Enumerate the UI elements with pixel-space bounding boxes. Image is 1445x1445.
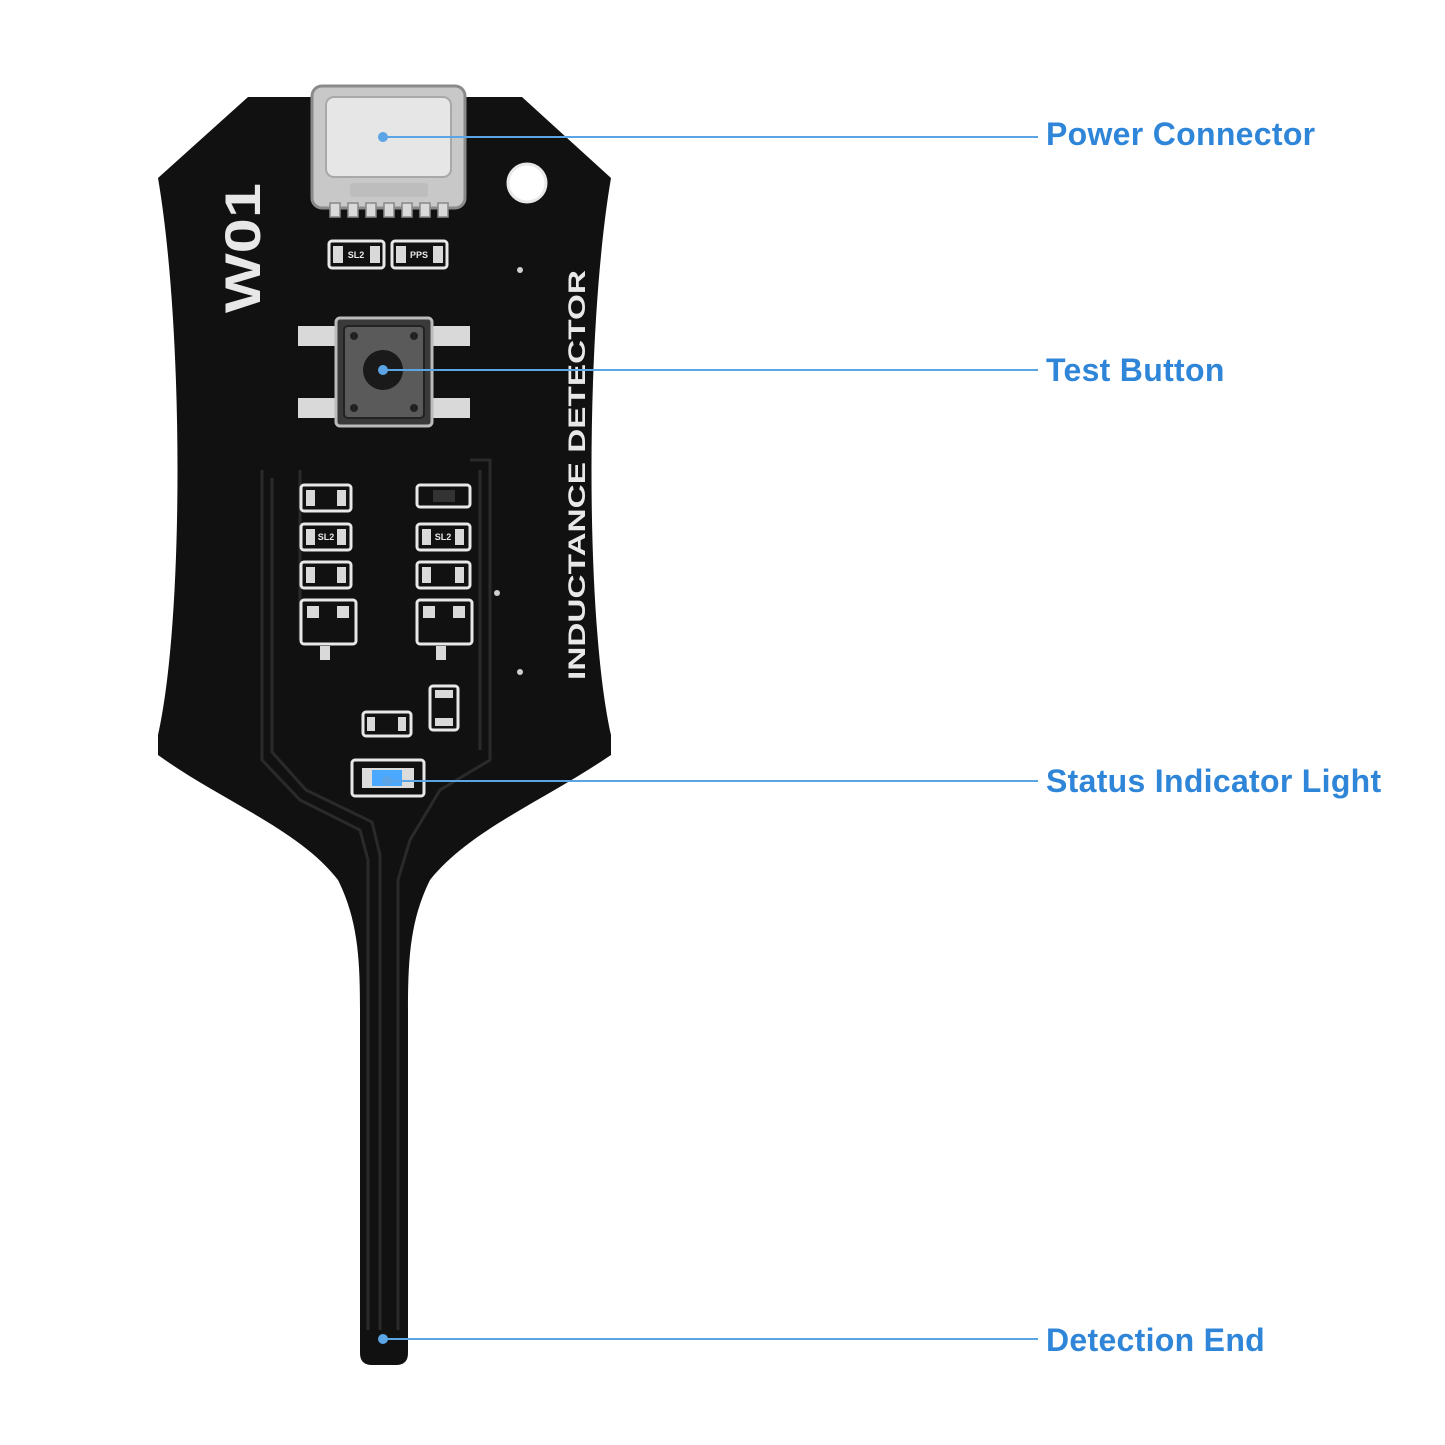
pcb-traces xyxy=(260,458,492,1330)
pcb-board xyxy=(158,97,611,1365)
detection-end-label: Detection End xyxy=(1046,1322,1266,1358)
board-vias xyxy=(494,267,523,675)
component-codes: SL2 PPS SL2 SL2 xyxy=(318,250,452,542)
leader-lines xyxy=(378,132,1038,1344)
test-button-label: Test Button xyxy=(1046,352,1225,388)
svg-text:SL2: SL2 xyxy=(348,250,365,260)
usb-c-connector xyxy=(310,84,467,218)
model-marking: W01 xyxy=(215,183,271,313)
component-pads xyxy=(306,246,465,731)
status-indicator-light-label: Status Indicator Light xyxy=(1046,763,1382,799)
svg-text:PPS: PPS xyxy=(410,250,428,260)
svg-text:SL2: SL2 xyxy=(435,532,452,542)
mounting-hole xyxy=(506,162,548,204)
smd-components xyxy=(299,239,474,798)
svg-text:SL2: SL2 xyxy=(318,532,335,542)
product-marking: INDUCTANCE DETECTOR xyxy=(564,270,591,680)
power-connector-label: Power Connector xyxy=(1046,116,1316,152)
